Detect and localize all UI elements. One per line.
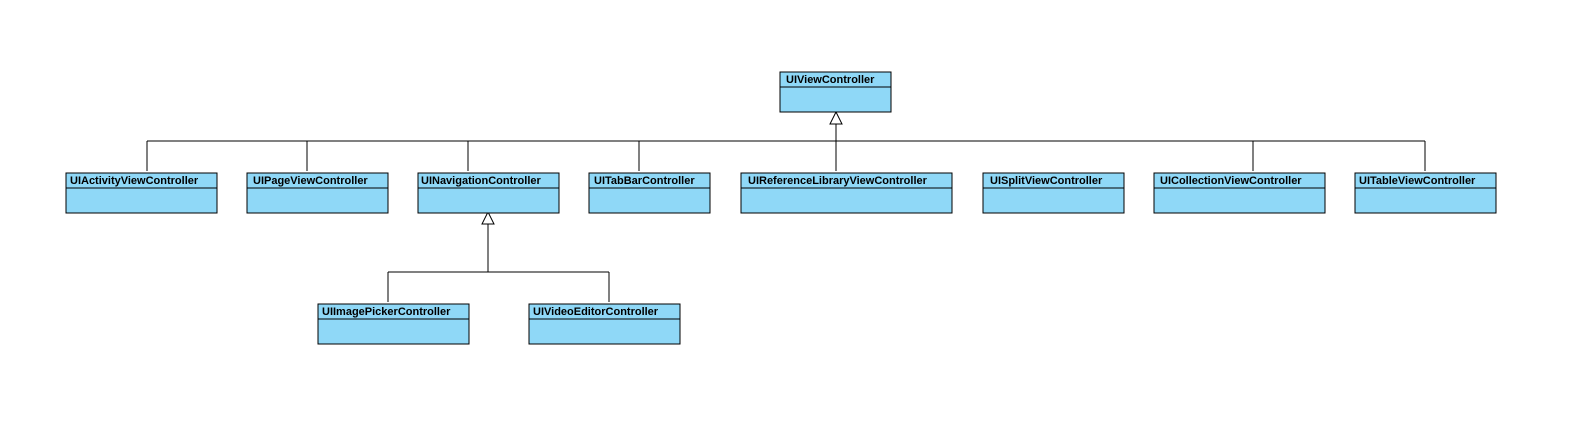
class-box-rect: [65, 172, 218, 214]
class-name-label: UIVideoEditorController: [533, 306, 659, 318]
generalization-arrow-root: [829, 110, 843, 125]
class-box-rect: [588, 172, 711, 214]
class-box-rect: [528, 303, 681, 345]
class-name-label: UIImagePickerController: [322, 306, 451, 318]
class-name-label: UISplitViewController: [990, 175, 1103, 187]
inheritance-connectors-root: [146, 110, 1426, 171]
class-name-label: UIViewController: [786, 74, 875, 86]
class-box-rect: [417, 172, 560, 214]
class-box-uisplitviewcontroller: UISplitViewController: [982, 172, 1125, 214]
class-box-rect: [317, 303, 470, 345]
class-name-label: UIActivityViewController: [70, 175, 199, 187]
class-name-label: UITableViewController: [1359, 175, 1476, 187]
class-box-rect: [1354, 172, 1497, 214]
class-box-uivideoeditorcontroller: UIVideoEditorController: [528, 303, 681, 345]
class-box-uitabbarcontroller: UITabBarController: [588, 172, 711, 214]
class-box-rect: [982, 172, 1125, 214]
class-name-label: UIReferenceLibraryViewController: [748, 175, 928, 187]
class-name-label: UINavigationController: [421, 175, 542, 187]
class-box-rect: [246, 172, 389, 214]
class-name-label: UITabBarController: [594, 175, 695, 187]
class-box-uiimagepickercontroller: UIImagePickerController: [317, 303, 470, 345]
generalization-arrow-navigation: [481, 210, 495, 225]
class-box-uireferencelibraryviewcontroller: UIReferenceLibraryViewController: [740, 172, 953, 214]
class-box-uiviewcontroller: UIViewController: [779, 71, 892, 113]
class-box-uiactivityviewcontroller: UIActivityViewController: [65, 172, 218, 214]
class-box-uitableviewcontroller: UITableViewController: [1354, 172, 1497, 214]
class-box-rect: [740, 172, 953, 214]
inheritance-connectors-navigation: [387, 210, 610, 302]
class-box-rect: [779, 71, 892, 113]
class-box-uinavigationcontroller: UINavigationController: [417, 172, 560, 214]
class-box-uicollectionviewcontroller: UICollectionViewController: [1153, 172, 1326, 214]
class-name-label: UICollectionViewController: [1160, 175, 1302, 187]
class-box-uipageviewcontroller: UIPageViewController: [246, 172, 389, 214]
class-box-rect: [1153, 172, 1326, 214]
class-name-label: UIPageViewController: [253, 175, 368, 187]
